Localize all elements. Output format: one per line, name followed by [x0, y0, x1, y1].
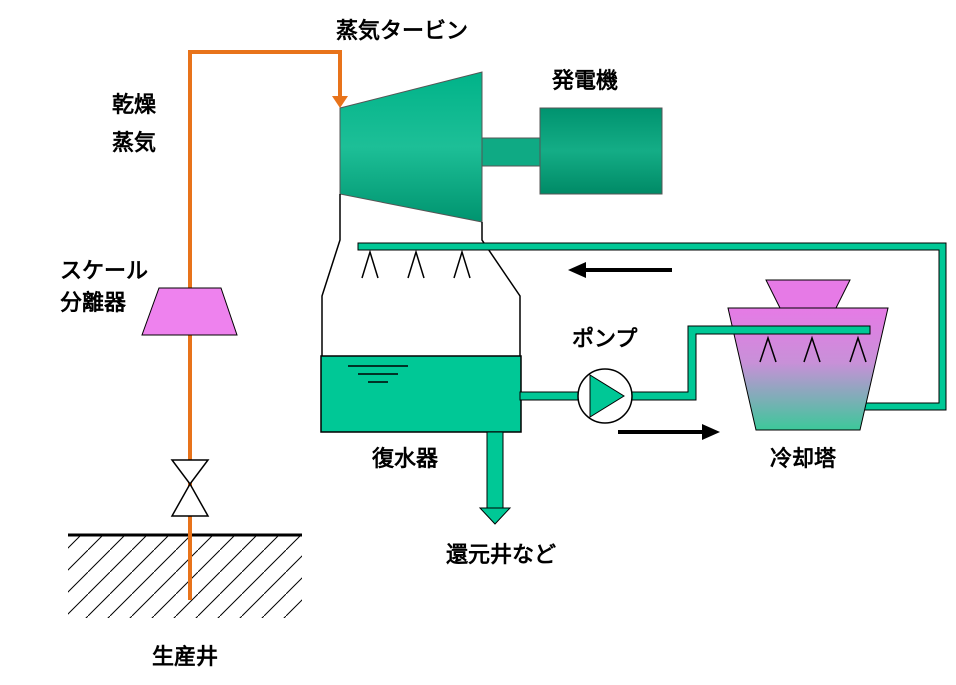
scale-separator-label-line1: スケール — [60, 259, 148, 284]
ground-hatching — [68, 536, 302, 618]
reinjection-label: 還元井など — [446, 543, 556, 568]
condenser-water — [320, 355, 522, 433]
cooling-tower-fan-top — [765, 279, 851, 309]
steam-turbine-label: 蒸気タービン — [336, 18, 468, 44]
cooling-tower-label: 冷却塔 — [770, 446, 837, 472]
flow-arrow-left-icon — [568, 262, 672, 278]
reinjection-outlet — [478, 431, 512, 525]
dry-steam-label-line1: 乾燥 — [112, 92, 157, 118]
scale-separator-label-line2: 分離器 — [60, 290, 127, 316]
cooling-tower-spray-nozzles-icon — [759, 335, 867, 363]
steam-inlet-arrow-icon — [332, 96, 348, 108]
pump-icon — [577, 368, 633, 424]
generator-label: 発電機 — [551, 69, 618, 94]
steam-turbine — [339, 71, 483, 223]
turbine-shaft — [481, 137, 541, 167]
generator — [539, 107, 663, 195]
ground — [68, 533, 302, 618]
scale-separator — [141, 287, 238, 336]
pump-discharge-pipe — [629, 325, 871, 401]
condenser-label: 復水器 — [371, 446, 439, 472]
condenser — [320, 194, 522, 433]
dry-steam-label-line2: 蒸気 — [112, 130, 156, 156]
flow-arrow-right-icon — [618, 424, 720, 440]
wellhead-valve-icon — [170, 459, 210, 517]
condenser-spray-nozzles-icon — [361, 249, 471, 279]
reinjection-arrow-icon — [478, 507, 512, 525]
condensate-pipe — [519, 391, 581, 401]
pump-label: ポンプ — [572, 326, 638, 352]
production-well-label: 生産井 — [152, 644, 218, 670]
